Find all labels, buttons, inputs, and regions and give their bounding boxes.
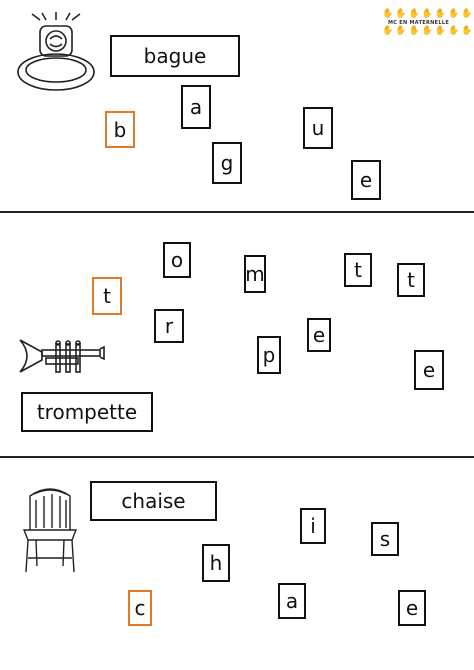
word-label-trompette: trompette — [21, 392, 153, 432]
letter-tile[interactable]: m — [244, 255, 266, 293]
logo-hands-bottom: ✋✋✋✋✋✋✋ — [382, 26, 473, 36]
letter-tile[interactable]: e — [307, 318, 331, 352]
letter-tile[interactable]: i — [300, 508, 326, 544]
letter-tile[interactable]: e — [398, 590, 426, 626]
letter-tile[interactable]: g — [212, 142, 242, 184]
letter-tile[interactable]: s — [371, 522, 399, 556]
letter-tile[interactable]: a — [278, 583, 306, 619]
letter-tile[interactable]: r — [154, 309, 184, 343]
word-label-bague: bague — [110, 35, 240, 77]
letter-tile[interactable]: e — [351, 160, 381, 200]
brand-logo: ✋✋✋✋✋✋✋ MC EN MATERNELLE ✋✋✋✋✋✋✋ — [382, 9, 473, 40]
word-label-chaise: chaise — [90, 481, 217, 521]
section-divider — [0, 211, 474, 213]
logo-hands: ✋✋✋✋✋✋✋ — [382, 9, 473, 19]
chair-icon — [22, 488, 78, 573]
letter-tile[interactable]: e — [414, 350, 444, 390]
letter-tile[interactable]: t — [344, 253, 372, 287]
trumpet-icon — [19, 339, 105, 373]
logo-text: MC EN MATERNELLE — [388, 20, 450, 26]
section-divider — [0, 456, 474, 458]
letter-tile[interactable]: b — [105, 111, 135, 148]
letter-tile[interactable]: t — [92, 277, 122, 315]
letter-tile[interactable]: u — [303, 107, 333, 149]
letter-tile[interactable]: o — [163, 242, 191, 278]
letter-tile[interactable]: p — [257, 336, 281, 374]
letter-tile[interactable]: c — [128, 590, 152, 626]
letter-tile[interactable]: t — [397, 263, 425, 297]
ring-icon — [17, 12, 95, 91]
letter-tile[interactable]: h — [202, 544, 230, 582]
letter-tile[interactable]: a — [181, 85, 211, 129]
